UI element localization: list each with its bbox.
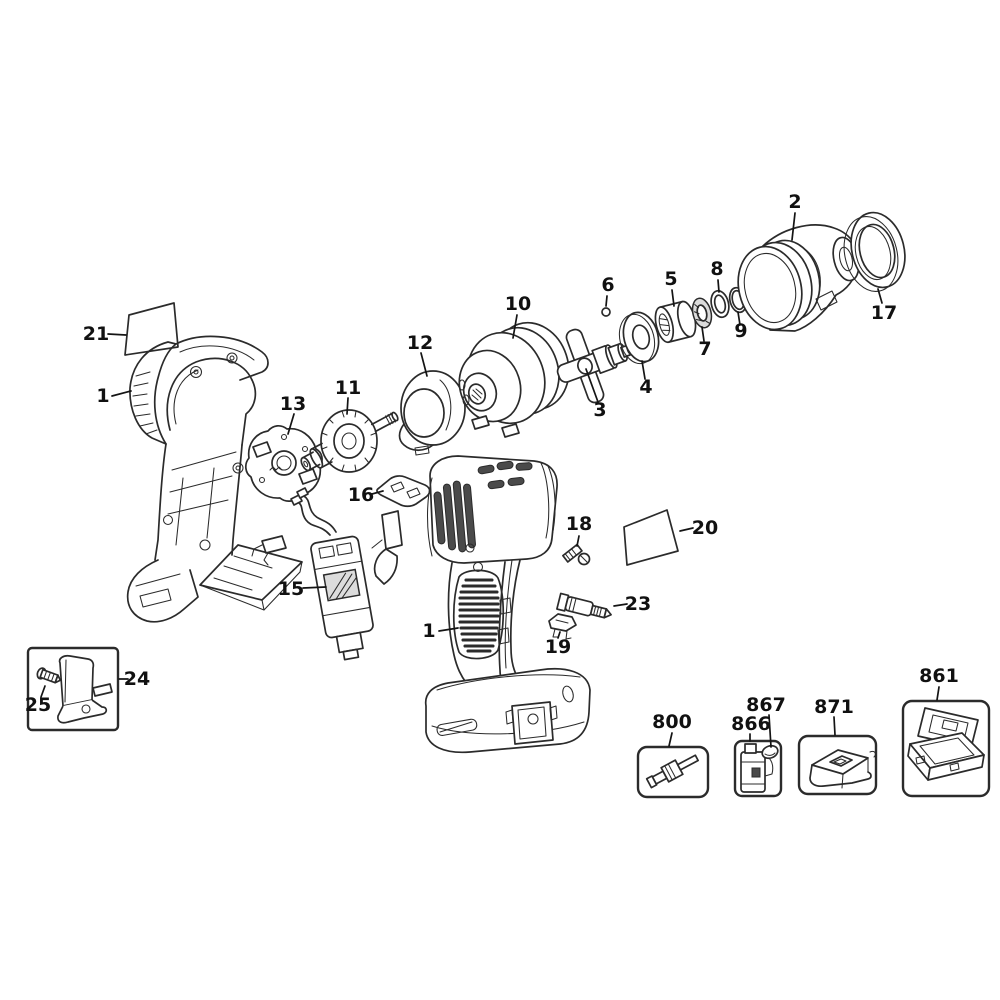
part-23-hook-pin-drawing: [556, 592, 612, 619]
part-17-nose-ring-drawing: [843, 211, 906, 292]
part-15-switch-assembly-drawing: [251, 487, 403, 661]
callout-19: 19: [545, 636, 571, 658]
callout-25: 25: [25, 694, 51, 716]
callout-4: 4: [639, 376, 652, 398]
callout-861: 861: [919, 665, 959, 687]
callout-17: 17: [871, 302, 897, 324]
callout-10: 10: [505, 293, 531, 315]
part-861-kit-box-drawing: [901, 699, 991, 798]
part-13-brush-plate-drawing: [245, 425, 323, 502]
part-18-screw-drawing: [562, 543, 591, 566]
callout-7: 7: [698, 338, 711, 360]
callout-6: 6: [601, 274, 614, 296]
part-4-washer-drawing: [618, 311, 660, 365]
part-800-bit-holder-kit-drawing: [636, 745, 710, 799]
part-1-left-housing-drawing: [126, 335, 303, 623]
part-12-ring-gear-drawing: [398, 370, 466, 456]
callout-2: 2: [788, 191, 801, 213]
part-7-seal-ring-drawing: [691, 297, 713, 329]
part-866-battery-kit-drawing: [733, 739, 783, 798]
callout-5: 5: [664, 268, 677, 290]
callout-871: 871: [814, 696, 854, 718]
part-2-front-housing-drawing: [737, 224, 860, 332]
part-6-detent-ball-drawing: [601, 307, 611, 317]
callout-18: 18: [566, 513, 592, 535]
callout-12: 12: [407, 332, 433, 354]
callout-labels: 2 17 8 9 7 5 6 4 3 10 12 11 13 21 1 16 1…: [25, 191, 959, 735]
callout-1-left: 1: [96, 385, 109, 407]
part-25-screw-drawing: [36, 667, 62, 684]
part-1-right-housing-drawing: [424, 455, 591, 754]
part-10-gearbox-assembly-drawing: [458, 321, 570, 438]
callout-21: 21: [83, 323, 109, 345]
part-8-washer-drawing: [710, 289, 730, 319]
callout-1-right: 1: [422, 620, 435, 642]
part-11-armature-drawing: [300, 409, 399, 473]
callout-24: 24: [124, 668, 150, 690]
part-5-bushing-drawing: [654, 300, 697, 344]
part-867-small-cap-drawing: [761, 744, 779, 760]
callout-16: 16: [348, 484, 374, 506]
part-20-label-sticker-drawing: [623, 509, 679, 566]
callout-800: 800: [652, 711, 692, 733]
callout-9: 9: [734, 320, 747, 342]
leader-lines: [40, 212, 940, 748]
callout-3: 3: [593, 399, 606, 421]
callout-866: 866: [731, 713, 771, 735]
part-16-forward-reverse-button-drawing: [376, 475, 431, 508]
callout-23: 23: [625, 593, 651, 615]
part-871-charger-kit-drawing: [797, 734, 878, 796]
part-21-label-sticker-drawing: [124, 302, 179, 356]
callout-11: 11: [335, 377, 361, 399]
callout-20: 20: [692, 517, 718, 539]
callout-867: 867: [746, 694, 786, 716]
part-19-clip-drawing: [548, 613, 577, 640]
callout-8: 8: [710, 258, 723, 280]
part-24-belt-clip-kit-drawing: [26, 646, 120, 732]
callout-15: 15: [278, 578, 304, 600]
callout-13: 13: [280, 393, 306, 415]
